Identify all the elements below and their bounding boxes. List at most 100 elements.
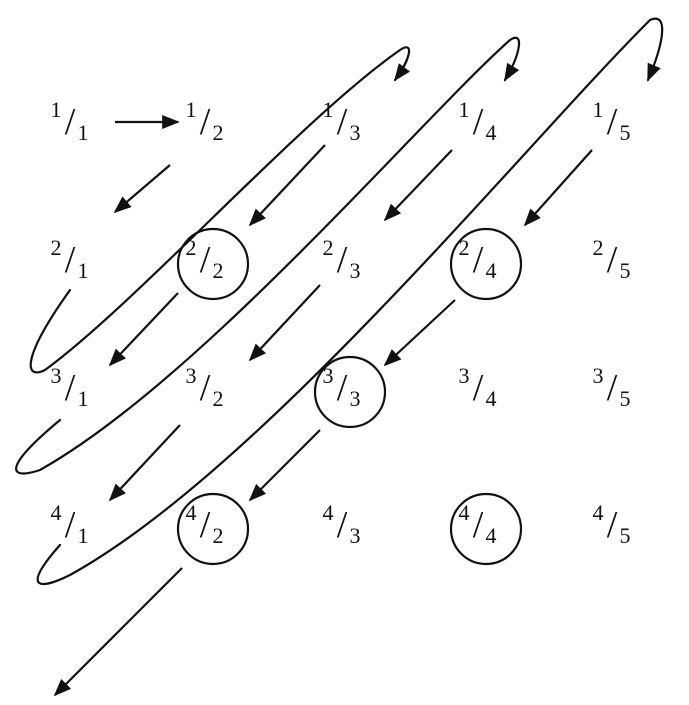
fraction-denominator: 2	[213, 523, 224, 548]
fraction-4-2: 4/2	[186, 500, 224, 548]
fraction-numerator: 4	[593, 500, 604, 525]
fraction-numerator: 1	[459, 97, 470, 122]
loop-path-1	[29, 46, 411, 374]
reducible-fraction-circles	[176, 227, 523, 566]
fraction-slash: /	[65, 504, 76, 546]
fraction-slash: /	[473, 504, 484, 546]
fraction-numerator: 2	[459, 235, 470, 260]
fraction-3-5: 3/5	[593, 363, 631, 411]
diagonal-arrows	[53, 114, 593, 697]
fraction-3-4: 3/4	[459, 363, 497, 411]
fraction-numerator: 4	[323, 500, 334, 525]
fraction-numerator: 3	[51, 363, 62, 388]
fraction-denominator: 3	[350, 258, 361, 283]
fraction-numerator: 4	[51, 500, 62, 525]
arrow-down-left	[248, 144, 326, 227]
fraction-denominator: 2	[213, 120, 224, 145]
fraction-4-1: 4/1	[51, 500, 89, 548]
fraction-slash: /	[473, 367, 484, 409]
loop-path-2	[15, 36, 521, 475]
fraction-1-4: 1/4	[459, 97, 497, 145]
fraction-denominator: 1	[78, 386, 89, 411]
fraction-numerator: 2	[186, 235, 197, 260]
arrow-down-left	[108, 424, 181, 502]
fraction-1-1: 1/1	[51, 97, 89, 145]
fraction-3-3: 3/3	[323, 363, 361, 411]
circle-3-3	[313, 355, 387, 429]
fraction-denominator: 1	[78, 120, 89, 145]
fraction-numerator: 3	[323, 363, 334, 388]
fraction-denominator: 1	[78, 523, 89, 548]
fraction-slash: /	[473, 101, 484, 143]
circle-2-2	[176, 227, 250, 301]
fraction-2-1: 2/1	[51, 235, 89, 283]
fraction-numerator: 1	[51, 97, 62, 122]
fraction-denominator: 3	[350, 386, 361, 411]
fraction-slash: /	[337, 101, 348, 143]
fraction-numerator: 1	[323, 97, 334, 122]
fraction-numerator: 3	[593, 363, 604, 388]
fraction-slash: /	[607, 239, 618, 281]
arrow-down-left	[383, 149, 453, 222]
fraction-numerator: 2	[51, 235, 62, 260]
fraction-numerator: 4	[186, 500, 197, 525]
fraction-denominator: 5	[620, 258, 631, 283]
fraction-denominator: 5	[620, 523, 631, 548]
arrow-down-left	[523, 149, 593, 227]
fraction-denominator: 2	[213, 386, 224, 411]
arrow-down-left	[383, 299, 456, 367]
fraction-1-3: 1/3	[323, 97, 361, 145]
fraction-4-3: 4/3	[323, 500, 361, 548]
fraction-2-5: 2/5	[593, 235, 631, 283]
arrow-down-left-final	[53, 567, 183, 697]
fraction-denominator: 5	[620, 120, 631, 145]
fraction-denominator: 1	[78, 258, 89, 283]
fraction-2-2: 2/2	[186, 235, 224, 283]
arrow-down-left	[113, 164, 171, 214]
loop-path-3	[36, 17, 664, 586]
fraction-3-1: 3/1	[51, 363, 89, 411]
fraction-4-5: 4/5	[593, 500, 631, 548]
fraction-1-2: 1/2	[186, 97, 224, 145]
fraction-slash: /	[65, 367, 76, 409]
fraction-denominator: 2	[213, 258, 224, 283]
fraction-slash: /	[200, 101, 211, 143]
fraction-4-4: 4/4	[459, 500, 497, 548]
circle-2-4	[449, 227, 523, 301]
fraction-denominator: 4	[486, 386, 497, 411]
fraction-denominator: 4	[486, 258, 497, 283]
fraction-slash: /	[607, 504, 618, 546]
fraction-denominator: 4	[486, 120, 497, 145]
fraction-3-2: 3/2	[186, 363, 224, 411]
arrow-down-left	[248, 429, 321, 502]
fraction-2-3: 2/3	[323, 235, 361, 283]
diagonal-loops	[15, 17, 664, 586]
fraction-slash: /	[65, 239, 76, 281]
circle-4-2	[176, 492, 250, 566]
fraction-numerator: 1	[593, 97, 604, 122]
fraction-slash: /	[200, 239, 211, 281]
arrow-down-left	[248, 284, 321, 362]
circle-4-4	[449, 492, 523, 566]
arrow-down-left	[108, 292, 179, 367]
fraction-denominator: 3	[350, 523, 361, 548]
fraction-denominator: 3	[350, 120, 361, 145]
fraction-numerator: 3	[459, 363, 470, 388]
fraction-slash: /	[607, 101, 618, 143]
fraction-numerator: 4	[459, 500, 470, 525]
fraction-numerator: 2	[593, 235, 604, 260]
fraction-slash: /	[200, 504, 211, 546]
fraction-grid: 1/11/21/31/41/52/12/22/32/42/53/13/23/33…	[51, 97, 631, 548]
fraction-1-5: 1/5	[593, 97, 631, 145]
fraction-slash: /	[607, 367, 618, 409]
fraction-slash: /	[473, 239, 484, 281]
fraction-numerator: 2	[323, 235, 334, 260]
fraction-denominator: 5	[620, 386, 631, 411]
fraction-slash: /	[337, 504, 348, 546]
fraction-slash: /	[337, 367, 348, 409]
fraction-2-4: 2/4	[459, 235, 497, 283]
fraction-numerator: 1	[186, 97, 197, 122]
fraction-denominator: 4	[486, 523, 497, 548]
fraction-slash: /	[337, 239, 348, 281]
